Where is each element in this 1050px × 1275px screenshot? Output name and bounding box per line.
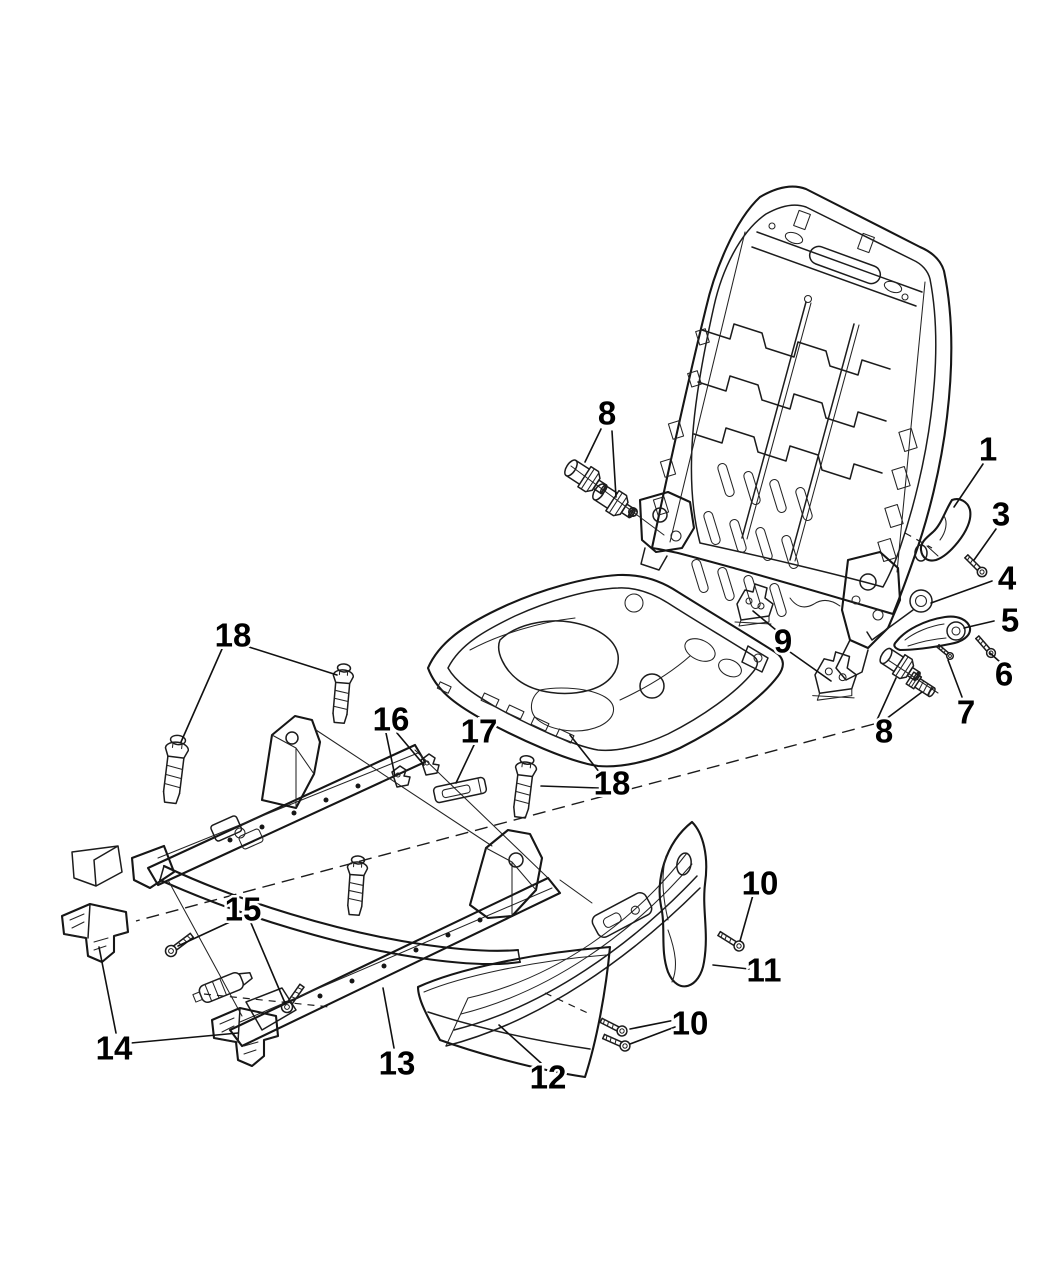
callout-15: 15 <box>178 888 285 1004</box>
callout-number: 16 <box>373 701 410 738</box>
bracket-17 <box>433 777 487 803</box>
leader-line <box>740 895 753 941</box>
leader-line <box>974 529 996 560</box>
pivot-bolt-set-8-right <box>875 643 938 700</box>
leader-line <box>499 1025 541 1063</box>
leader-line <box>931 581 992 603</box>
leader-line <box>249 647 337 675</box>
screw-7 <box>935 642 956 662</box>
callout-number: 14 <box>96 1030 133 1067</box>
callout-9: 9 <box>753 611 831 681</box>
seat-cushion-pan <box>428 575 783 766</box>
seat-back-frame <box>640 187 951 680</box>
callout-number: 4 <box>998 560 1017 597</box>
outboard-shield-12 <box>418 947 610 1077</box>
recliner-bezel-5 <box>894 617 970 650</box>
callout-12: 12 <box>499 1025 569 1098</box>
callout-number: 10 <box>742 865 779 902</box>
track-end-cover-14a <box>60 902 130 964</box>
callout-6: 6 <box>990 653 1016 695</box>
seat-adjuster-track-assembly <box>72 716 560 1046</box>
callout-18: 18 <box>181 614 337 743</box>
callout-number: 6 <box>995 656 1013 693</box>
leader-line <box>990 653 1000 662</box>
callout-16: 16 <box>370 698 424 777</box>
leader-line <box>397 733 424 765</box>
alignment-dashed-lines <box>136 724 874 1015</box>
leader-line <box>178 921 232 946</box>
callout-17: 17 <box>456 710 500 784</box>
callout-number: 7 <box>957 694 975 731</box>
callout-number: 18 <box>215 617 252 654</box>
callout-14: 14 <box>93 947 238 1069</box>
spring-4 <box>867 590 932 640</box>
leader-line <box>713 965 749 969</box>
callout-5: 5 <box>964 599 1022 641</box>
leader-line <box>541 786 599 788</box>
shield-strips <box>446 853 700 1046</box>
callout-number: 13 <box>379 1045 416 1082</box>
callout-number: 10 <box>672 1005 709 1042</box>
leader-line <box>570 735 600 773</box>
leader-line <box>131 1033 238 1043</box>
callout-3: 3 <box>974 493 1013 561</box>
leader-line <box>585 429 601 462</box>
leader-line <box>612 431 616 497</box>
callout-number: 1 <box>979 431 997 468</box>
callout-number: 15 <box>225 891 262 928</box>
callout-number: 9 <box>774 623 792 660</box>
leader-line <box>630 1027 675 1044</box>
callout-4: 4 <box>931 557 1019 604</box>
leader-line <box>630 1020 675 1029</box>
callout-11: 11 <box>713 949 784 991</box>
track-actuator <box>191 967 254 1007</box>
leader-line <box>790 652 831 681</box>
leader-line <box>383 988 394 1048</box>
leader-line <box>251 923 285 1003</box>
callout-number: 18 <box>594 765 631 802</box>
leader-line <box>964 621 994 628</box>
leader-line <box>99 947 116 1033</box>
recliner-handle-1 <box>905 499 970 561</box>
leader-line <box>181 649 222 742</box>
callout-7: 7 <box>948 660 978 733</box>
callout-number: 8 <box>598 395 616 432</box>
callout-8: 8 <box>585 392 619 498</box>
leader-line <box>954 464 983 507</box>
callout-number: 12 <box>530 1059 567 1096</box>
leader-line <box>877 678 896 720</box>
callout-10: 10 <box>630 1002 711 1045</box>
leader-line <box>386 733 395 776</box>
callout-18: 18 <box>541 735 633 804</box>
callout-number: 11 <box>747 952 782 989</box>
leader-line <box>948 660 962 697</box>
leader-line <box>753 611 776 630</box>
callout-number: 5 <box>1001 602 1019 639</box>
callout-number: 17 <box>461 713 498 750</box>
callout-number: 3 <box>992 496 1010 533</box>
callout-1: 1 <box>954 428 1000 508</box>
leader-line <box>886 692 922 719</box>
riser-bracket-9b <box>811 651 858 702</box>
pivot-bolt-set-8-left <box>559 454 664 535</box>
callout-8: 8 <box>872 678 922 752</box>
callout-number: 8 <box>875 713 893 750</box>
inboard-shield-11 <box>560 822 706 986</box>
track-end-cover-14b <box>210 1006 280 1068</box>
leader-line <box>456 745 474 783</box>
callout-13: 13 <box>376 988 418 1084</box>
shoulder-bolts-18 <box>158 662 539 917</box>
riser-bracket-9a <box>734 583 774 627</box>
callout-10: 10 <box>739 862 781 942</box>
